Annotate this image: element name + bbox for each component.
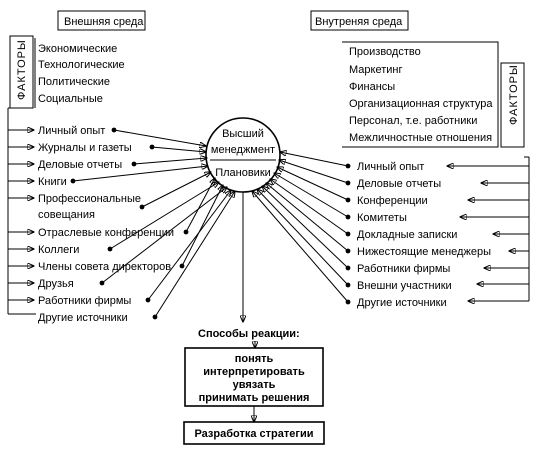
external-feed-arrows: [8, 130, 34, 300]
external-source: Журналы и газеты: [38, 142, 132, 154]
internal-source: Личный опыт: [357, 161, 424, 173]
center-line-2: менеджмент: [211, 144, 275, 156]
internal-factors-bracket: [342, 41, 499, 148]
external-source: Книги: [38, 176, 67, 188]
internal-source: Комитеты: [357, 212, 407, 224]
internal-source: Деловые отчеты: [357, 178, 441, 190]
internal-heading: Внутреняя среда: [315, 16, 403, 28]
reaction-title: Способы реакции:: [198, 328, 300, 340]
internal-heading-box: [310, 10, 409, 31]
external-source: Работники фирмы: [38, 295, 131, 307]
external-source: Профессиональные: [38, 193, 141, 205]
internal-factors-box: [500, 62, 525, 148]
internal-source: Конференции: [357, 195, 428, 207]
strategy-label: Разработка стратегии: [194, 428, 313, 440]
external-to-management-links: [70, 127, 235, 320]
external-source: Другие источники: [38, 312, 128, 324]
external-source: Личный опыт: [38, 125, 105, 137]
reaction-item: принимать решения: [199, 392, 310, 404]
internal-source: Работники фирмы: [357, 263, 450, 275]
reaction-item: интерпретировать: [203, 366, 305, 378]
external-heading: Внешняя среда: [64, 16, 144, 28]
internal-to-management-links: [252, 152, 351, 305]
internal-source: Другие источники: [357, 297, 447, 309]
internal-factor: Межличностные отношения: [349, 132, 492, 144]
internal-factor: Производство: [349, 46, 421, 58]
strategy-box: [183, 421, 325, 445]
external-source: Деловые отчеты: [38, 159, 122, 171]
external-factor: Технологические: [38, 59, 125, 71]
internal-factor: Маркетинг: [349, 64, 402, 76]
internal-source: Докладные записки: [357, 229, 457, 241]
external-factor: Экономические: [38, 43, 117, 55]
center-line-3: Плановики: [215, 167, 271, 179]
center-line-1: Высший: [222, 128, 264, 140]
internal-factor: Финансы: [349, 81, 395, 93]
external-factors-box: [9, 35, 34, 109]
internal-source: Внешни участники: [357, 280, 452, 292]
external-factor: Политические: [38, 76, 110, 88]
internal-feed-arrows: [447, 166, 529, 301]
internal-factor: Персонал, т.е. работники: [349, 115, 477, 127]
external-source: Коллеги: [38, 244, 79, 256]
external-factors-label: ФАКТОРЫ: [16, 39, 28, 100]
external-heading-box: [57, 10, 146, 31]
external-source: Члены совета директоров: [38, 261, 171, 273]
reaction-item: понять: [235, 353, 274, 365]
internal-source: Нижестоящие менеджеры: [357, 246, 491, 258]
internal-factor: Организационная структура: [349, 98, 493, 110]
external-source: совещания: [38, 209, 95, 221]
external-factor: Социальные: [38, 93, 103, 105]
reaction-item: увязать: [233, 379, 276, 391]
external-source: Друзья: [38, 278, 74, 290]
external-source: Отраслевые конференции: [38, 227, 174, 239]
internal-factors-label: ФАКТОРЫ: [508, 64, 520, 125]
